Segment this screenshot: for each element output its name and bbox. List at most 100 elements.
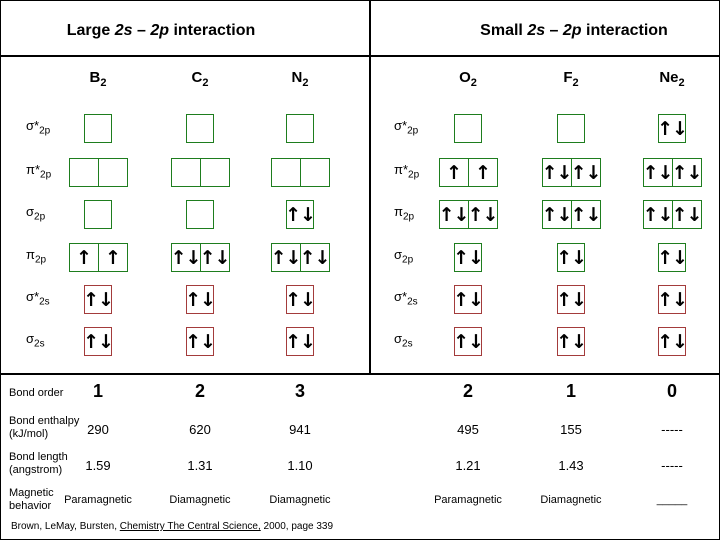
title-text: interaction — [169, 22, 256, 39]
orbital-box-group — [170, 158, 230, 187]
orbital-subscript: 2p — [39, 125, 51, 137]
table-value: ----- — [661, 422, 683, 437]
table-row-label: Bond order — [9, 387, 63, 400]
table-value: 1.31 — [187, 458, 213, 473]
orbital-label-π2p: π2p — [394, 204, 414, 223]
table-value: 0 — [666, 381, 677, 401]
table-row-label-line: Bond enthalpy — [9, 415, 80, 427]
orbital-box-group: ↑↓ — [285, 285, 316, 314]
orbital-subscript: 2p — [408, 169, 420, 181]
molecule-subscript: 2 — [678, 77, 685, 89]
table-value: 1 — [92, 381, 103, 401]
title-italic-2p: 2p — [150, 22, 170, 39]
table-value: 1.21 — [455, 458, 481, 473]
table-divider-horizontal — [1, 373, 719, 375]
table-value: Diamagnetic — [269, 494, 331, 506]
orbital-box: ↑↓ — [438, 200, 470, 229]
orbital-box-group: ↑↓ — [185, 285, 216, 314]
table-value: Paramagnetic — [64, 494, 132, 506]
orbital-box-group: ↑↓ — [185, 327, 216, 356]
orbital-box: ↑↓ — [185, 327, 216, 356]
table-value: 941 — [289, 422, 311, 437]
electron-arrows: ↑↓ — [671, 161, 703, 184]
electron-arrows: ↑↓ — [83, 330, 114, 353]
orbital-box-group: ↑↑ — [68, 243, 128, 272]
orbital-box-group: ↑↓↑↓ — [170, 243, 230, 272]
table-row-label-line: Magnetic — [9, 487, 54, 499]
table-value: 495 — [457, 422, 479, 437]
orbital-box: ↑ — [438, 158, 469, 187]
orbital-box-group: ↑↓ — [556, 327, 587, 356]
orbital-label-σ2s: σ2s — [26, 331, 45, 350]
citation: Brown, LeMay, Bursten, Chemistry The Cen… — [11, 521, 333, 532]
electron-arrows: ↑ — [475, 161, 491, 184]
title-text: Small — [480, 22, 528, 39]
table-value: 155 — [560, 422, 582, 437]
citation-book-title: Chemistry The Central Science, — [119, 521, 261, 532]
orbital-box: ↑↓ — [185, 285, 216, 314]
orbital-symbol: σ — [394, 331, 403, 346]
orbital-box-group: ↑↓↑↓ — [270, 243, 330, 272]
orbital-subscript: 2s — [34, 338, 45, 350]
orbital-box-group — [454, 114, 482, 143]
electron-arrows: ↑↓ — [556, 246, 587, 269]
table-row-label: Bond enthalpy(kJ/mol) — [9, 415, 79, 441]
title-italic-2p: 2p — [562, 22, 582, 39]
orbital-box: ↑↓ — [83, 327, 114, 356]
title-italic-2s: 2s — [527, 22, 546, 39]
electron-arrows: ↑ — [446, 161, 462, 184]
molecule-header-ne2: Ne2 — [632, 69, 712, 89]
orbital-box: ↑↓ — [453, 327, 484, 356]
orbital-subscript: 2p — [34, 254, 47, 266]
table-row-label-line: (kJ/mol) — [9, 428, 49, 440]
molecule-header-n2: N2 — [260, 69, 340, 89]
table-value: 290 — [87, 422, 109, 437]
electron-arrows: ↑↓ — [570, 203, 602, 226]
table-value: 1.43 — [558, 458, 584, 473]
orbital-box — [454, 114, 482, 143]
orbital-box — [286, 114, 314, 143]
molecule-symbol: Ne — [659, 69, 679, 86]
electron-arrows: ↑↓ — [453, 330, 484, 353]
title-dash: – — [132, 22, 151, 39]
molecule-subscript: 2 — [202, 77, 209, 89]
molecule-subscript: 2 — [572, 77, 579, 89]
orbital-box: ↑↓ — [642, 200, 673, 229]
electron-arrows: ↑↓ — [467, 203, 499, 226]
orbital-box: ↑↓ — [285, 285, 316, 314]
orbital-subscript: 2p — [402, 254, 414, 266]
electron-arrows: ↑↓ — [453, 246, 484, 269]
orbital-box — [270, 158, 301, 187]
molecule-header-f2: F2 — [531, 69, 611, 89]
table-value: 1.10 — [287, 458, 313, 473]
molecule-header-c2: C2 — [160, 69, 240, 89]
electron-arrows: ↑↓ — [438, 203, 470, 226]
orbital-box — [557, 114, 585, 143]
citation-year-page: 2000, page 339 — [260, 521, 334, 532]
orbital-box — [186, 200, 214, 229]
orbital-symbol: σ — [394, 247, 403, 262]
table-value: Diamagnetic — [169, 494, 231, 506]
orbital-symbol: σ — [26, 204, 35, 219]
electron-arrows: ↑↓ — [556, 330, 587, 353]
orbital-box: ↑↓ — [199, 243, 230, 272]
orbital-label-σ2p: σ2p — [394, 247, 413, 266]
orbital-box-group — [557, 114, 585, 143]
orbital-symbol: σ* — [26, 118, 40, 133]
molecule-symbol: C — [191, 69, 203, 86]
table-value: 2 — [462, 381, 473, 401]
molecule-subscript: 2 — [470, 77, 477, 89]
orbital-symbol: σ* — [26, 289, 40, 304]
table-row-label: Bond length(angstrom) — [9, 451, 68, 477]
orbital-box-group: ↑↓ — [285, 327, 316, 356]
orbital-subscript: 2s — [402, 338, 413, 350]
orbital-symbol: σ* — [394, 289, 408, 304]
orbital-box: ↑↓ — [299, 243, 330, 272]
orbital-box: ↑ — [97, 243, 128, 272]
orbital-label-σ*2p: σ*2p — [26, 118, 50, 137]
molecule-symbol: N — [291, 69, 303, 86]
orbital-symbol: π* — [26, 162, 41, 177]
orbital-label-π*2p: π*2p — [26, 162, 51, 181]
molecule-symbol: B — [89, 69, 101, 86]
